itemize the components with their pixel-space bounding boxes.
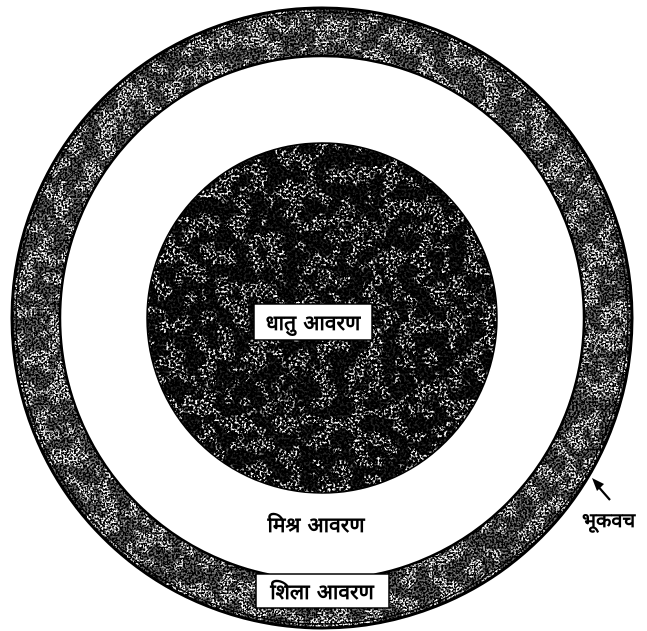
mixed-layer-label: मिश्र आवरण bbox=[266, 512, 365, 537]
rock-layer-label: शिला आवरण bbox=[269, 579, 374, 604]
crust-label: भूकवच bbox=[582, 508, 637, 533]
core-label: धातु आवरण bbox=[266, 311, 361, 337]
